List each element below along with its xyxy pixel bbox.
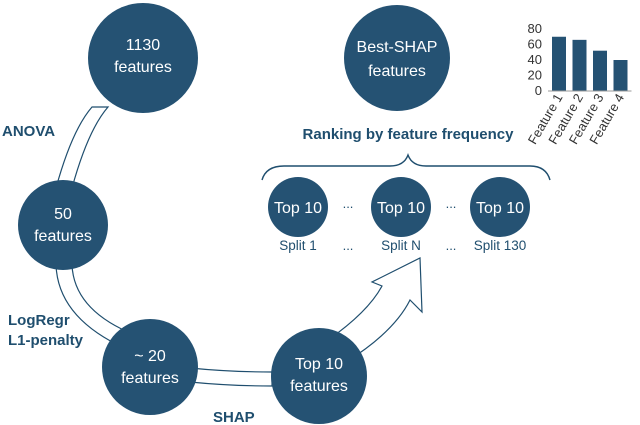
bar-feature-2 — [572, 39, 587, 91]
y-tick-label: 40 — [528, 52, 542, 67]
ellipsis-circle-1: ... — [343, 196, 354, 211]
node-1130-line1: 1130 — [126, 37, 161, 54]
node-best-shap: Best-SHAP features — [344, 5, 450, 111]
node-top10-features: Top 10 features — [271, 328, 367, 424]
node-top10-line2: features — [290, 378, 348, 395]
label-l1-penalty: L1-penalty — [8, 332, 84, 349]
node-1130-features: 1130 features — [88, 3, 198, 113]
ranking-title: Ranking by feature frequency — [303, 126, 515, 143]
node-top10-line1: Top 10 — [295, 356, 343, 373]
y-tick-label: 20 — [528, 68, 542, 83]
node-20-line2: features — [121, 370, 179, 387]
node-50-features: 50 features — [18, 180, 108, 270]
ellipsis-label-2: ... — [446, 238, 457, 253]
ellipsis-circle-2: ... — [446, 196, 457, 211]
split-130: Top 10 Split 130 — [470, 177, 530, 253]
y-tick-label: 80 — [528, 21, 542, 36]
split-1-circle-label: Top 10 — [274, 200, 322, 217]
split-n-label: Split N — [381, 238, 421, 253]
label-shap: SHAP — [213, 409, 255, 425]
ranking-brace — [261, 152, 551, 181]
bar-feature-3 — [593, 50, 607, 91]
ellipsis-label-1: ... — [343, 238, 354, 253]
node-1130-line2: features — [114, 59, 172, 76]
node-20-line1: ~ 20 — [134, 348, 166, 365]
node-50-line1: 50 — [54, 206, 72, 223]
node-best-line2: features — [368, 63, 426, 80]
bar-feature-4 — [613, 60, 628, 91]
y-tick-label: 60 — [528, 37, 542, 52]
flow-arrow — [327, 257, 423, 363]
split-1: Top 10 Split 1 — [268, 177, 328, 253]
split-1-label: Split 1 — [279, 238, 317, 253]
bar-feature-1 — [552, 36, 566, 91]
node-20-features: ~ 20 features — [102, 319, 198, 415]
label-logregr: LogRegr — [8, 312, 70, 329]
label-anova: ANOVA — [2, 123, 55, 140]
split-n: Top 10 Split N — [371, 177, 431, 253]
split-130-circle-label: Top 10 — [476, 200, 524, 217]
split-n-circle-label: Top 10 — [377, 200, 425, 217]
y-tick-label: 0 — [535, 83, 542, 98]
split-130-label: Split 130 — [474, 238, 527, 253]
node-best-line1: Best-SHAP — [357, 39, 438, 56]
node-50-line2: features — [34, 228, 92, 245]
